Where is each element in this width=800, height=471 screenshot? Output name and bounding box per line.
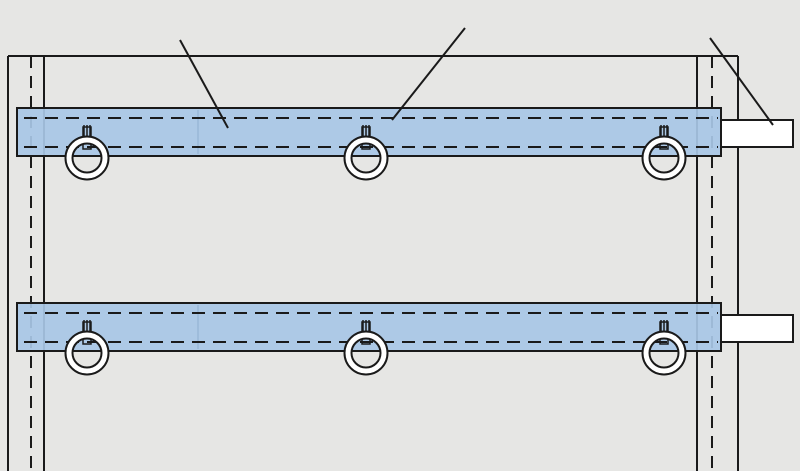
ring [64, 125, 110, 181]
leader-line [391, 27, 466, 121]
ring-outer-edge [64, 135, 110, 181]
ring-body [65, 331, 109, 375]
ring-body [65, 136, 109, 180]
leader-line [179, 39, 229, 129]
band-tab [720, 119, 794, 148]
bands [16, 107, 794, 376]
ring-outer-edge [641, 135, 687, 181]
ring [343, 125, 389, 181]
ring-outer-edge [641, 330, 687, 376]
ring-inner-edge [71, 142, 103, 174]
band [16, 107, 794, 181]
ring-inner-edge [350, 142, 382, 174]
ring [641, 320, 687, 376]
leader-line [709, 37, 774, 126]
ring-body [642, 331, 686, 375]
ring-outer-edge [64, 330, 110, 376]
ring [343, 320, 389, 376]
ring-body [344, 331, 388, 375]
ring-inner-edge [648, 337, 680, 369]
band [16, 302, 794, 376]
leader-lines [179, 27, 774, 129]
ring [64, 320, 110, 376]
ring-body [642, 136, 686, 180]
ring-outer-edge [343, 135, 389, 181]
ring-inner-edge [350, 337, 382, 369]
ring-outer-edge [343, 330, 389, 376]
ring [641, 125, 687, 181]
ring-body [344, 136, 388, 180]
ring-inner-edge [648, 142, 680, 174]
band-tab [720, 314, 794, 343]
ring-inner-edge [71, 337, 103, 369]
